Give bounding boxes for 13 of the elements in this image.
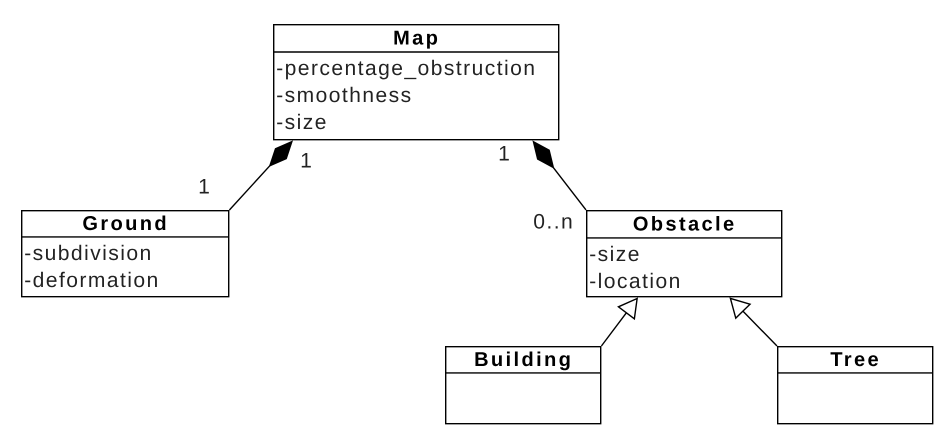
- attribute-text: -size: [590, 246, 638, 262]
- attribute-text: -smoothness: [277, 86, 410, 102]
- multiplicity-label: 0..n: [534, 214, 572, 229]
- class-name: Tree: [830, 352, 878, 366]
- attribute-text: -deformation: [25, 272, 157, 288]
- attribute-text: -location: [590, 272, 679, 288]
- class-name: Obstacle: [634, 216, 734, 231]
- class-name: Building: [475, 351, 570, 370]
- class-name: Ground: [83, 215, 166, 230]
- attribute-text: -size: [277, 114, 326, 130]
- class-name: Map: [394, 30, 438, 49]
- attribute-text: -subdivision: [25, 244, 150, 260]
- attribute-text: -percentage_obstruction: [277, 60, 534, 80]
